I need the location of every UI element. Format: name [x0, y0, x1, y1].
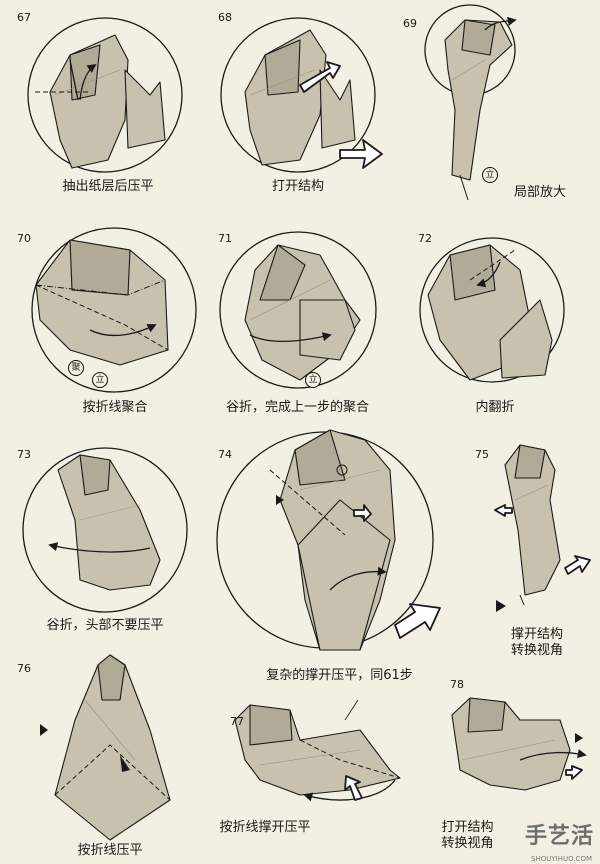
step-69-figure	[424, 4, 517, 201]
step-68-number: 68	[218, 11, 232, 24]
watermark-url: SHOUYIHUO.COM	[531, 855, 592, 863]
step-71-caption: 谷折，完成上一步的聚合	[225, 400, 369, 415]
stand-stamp-70: 立	[92, 372, 108, 388]
step-69-number: 69	[403, 17, 417, 30]
step-74-caption: 复杂的撑开压平，同61步	[266, 668, 413, 683]
step-68-figure	[220, 17, 383, 173]
step-76-number: 76	[17, 662, 31, 675]
step-71-figure	[219, 231, 377, 389]
step-73-figure	[22, 447, 188, 613]
step-70-caption: 按折线聚合	[82, 400, 148, 415]
step-71-number: 71	[218, 232, 232, 245]
step-74-number: 74	[218, 448, 232, 461]
step-70-figure	[31, 227, 197, 393]
step-78-number: 78	[450, 678, 464, 691]
step-72-number: 72	[418, 232, 432, 245]
watermark-logo: 手艺活	[524, 824, 594, 849]
step-74-figure	[216, 429, 441, 651]
step-70-number: 70	[17, 232, 31, 245]
step-78-caption: 打开结构 转换视角	[441, 820, 494, 851]
stand-stamp-71: 立	[305, 372, 321, 388]
step-67-caption: 抽出纸层后压平	[62, 179, 154, 194]
stand-stamp-69: 立	[482, 167, 498, 183]
step-75-caption: 撑开结构 转换视角	[510, 627, 563, 658]
step-72-caption: 内翻折	[475, 400, 515, 415]
step-77-number: 77	[230, 715, 244, 728]
step-69-caption: 局部放大	[513, 185, 566, 200]
step-78-figure	[451, 697, 587, 791]
step-77-figure	[234, 699, 401, 802]
step-72-figure	[419, 237, 565, 383]
step-76-caption: 按折线压平	[77, 843, 143, 858]
step-68-caption: 打开结构	[271, 179, 324, 194]
step-75-number: 75	[475, 448, 489, 461]
step-73-number: 73	[17, 448, 31, 461]
step-76-figure	[40, 654, 171, 841]
step-77-caption: 按折线撑开压平	[219, 820, 311, 835]
step-67-figure	[27, 17, 183, 173]
step-73-caption: 谷折，头部不要压平	[46, 618, 164, 633]
step-75-figure	[494, 444, 591, 612]
step-67-number: 67	[17, 11, 31, 24]
gather-stamp-70: 聚	[68, 360, 84, 376]
